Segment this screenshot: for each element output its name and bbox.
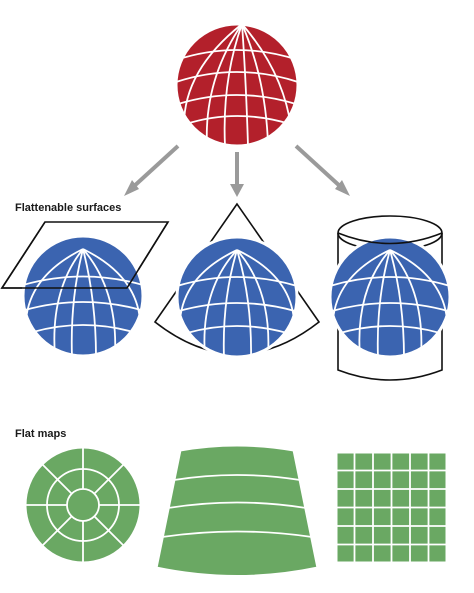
source-globe	[174, 22, 300, 148]
arrow-left-shaft	[130, 144, 180, 190]
arrow-right-head	[335, 180, 350, 196]
arrow-right-shaft	[294, 144, 344, 190]
arrow-center-head	[230, 184, 244, 197]
projected-globe-cylinder	[328, 235, 452, 359]
arrows	[124, 144, 350, 197]
cylinder-sides	[337, 233, 443, 381]
cylinder-front-rim	[337, 232, 443, 245]
flat-map-azimuthal	[23, 445, 143, 565]
flat-map-cylindrical	[334, 450, 449, 565]
projected-globe-cone	[175, 235, 299, 359]
projected-globe-plane	[21, 234, 145, 358]
flat-map-conic	[154, 443, 320, 578]
plane-front-edge	[0, 221, 169, 289]
source-globe-fill	[176, 24, 298, 146]
flat-maps-label: Flat maps	[15, 428, 67, 440]
arrow-left-head	[124, 180, 139, 196]
flattenable-surfaces-label: Flattenable surfaces	[15, 202, 122, 214]
